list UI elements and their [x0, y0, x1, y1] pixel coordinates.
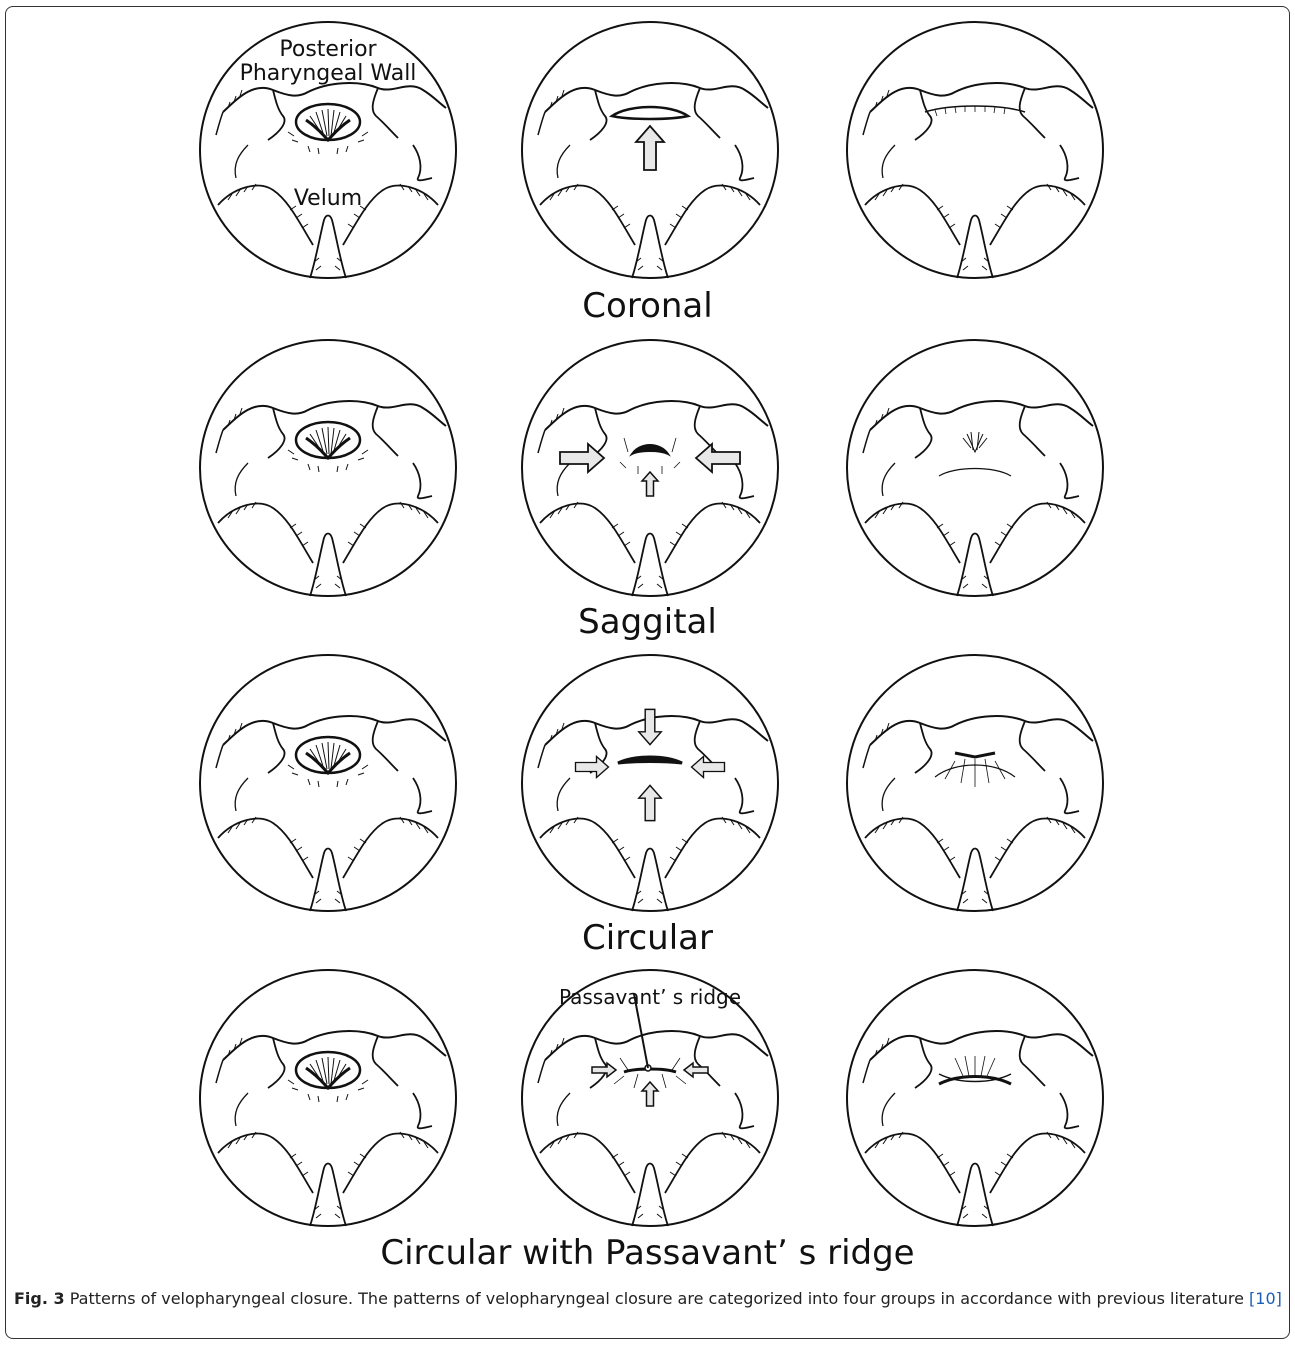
posterior-label-line1: Posterior [279, 37, 377, 62]
circular-rest [200, 655, 456, 911]
saggital-closed [847, 340, 1103, 596]
row-title-saggital: Saggital [0, 602, 1295, 642]
row-title-coronal: Coronal [0, 286, 1295, 326]
passavant-closed [847, 970, 1103, 1226]
figure-label: Fig. 3 [14, 1289, 65, 1308]
circular-closing [522, 655, 778, 911]
row-title-circular: Circular [0, 918, 1295, 958]
velum-label: Velum [294, 186, 362, 211]
coronal-closed [847, 22, 1103, 278]
saggital-rest [200, 340, 456, 596]
passavant-rest [200, 970, 456, 1226]
figure-caption: Fig. 3 Patterns of velopharyngeal closur… [14, 1287, 1284, 1311]
saggital-closing [522, 340, 778, 596]
caption-text: Patterns of velopharyngeal closure. The … [65, 1289, 1249, 1308]
posterior-label-line2: Pharyngeal Wall [240, 61, 417, 86]
coronal-closing [522, 22, 778, 278]
passavant-ridge-label: Passavant’ s ridge [559, 985, 741, 1009]
reference-link[interactable]: [10] [1249, 1289, 1282, 1308]
circular-closed [847, 655, 1103, 911]
row-title-circular-passavant: Circular with Passavant’ s ridge [0, 1233, 1295, 1273]
